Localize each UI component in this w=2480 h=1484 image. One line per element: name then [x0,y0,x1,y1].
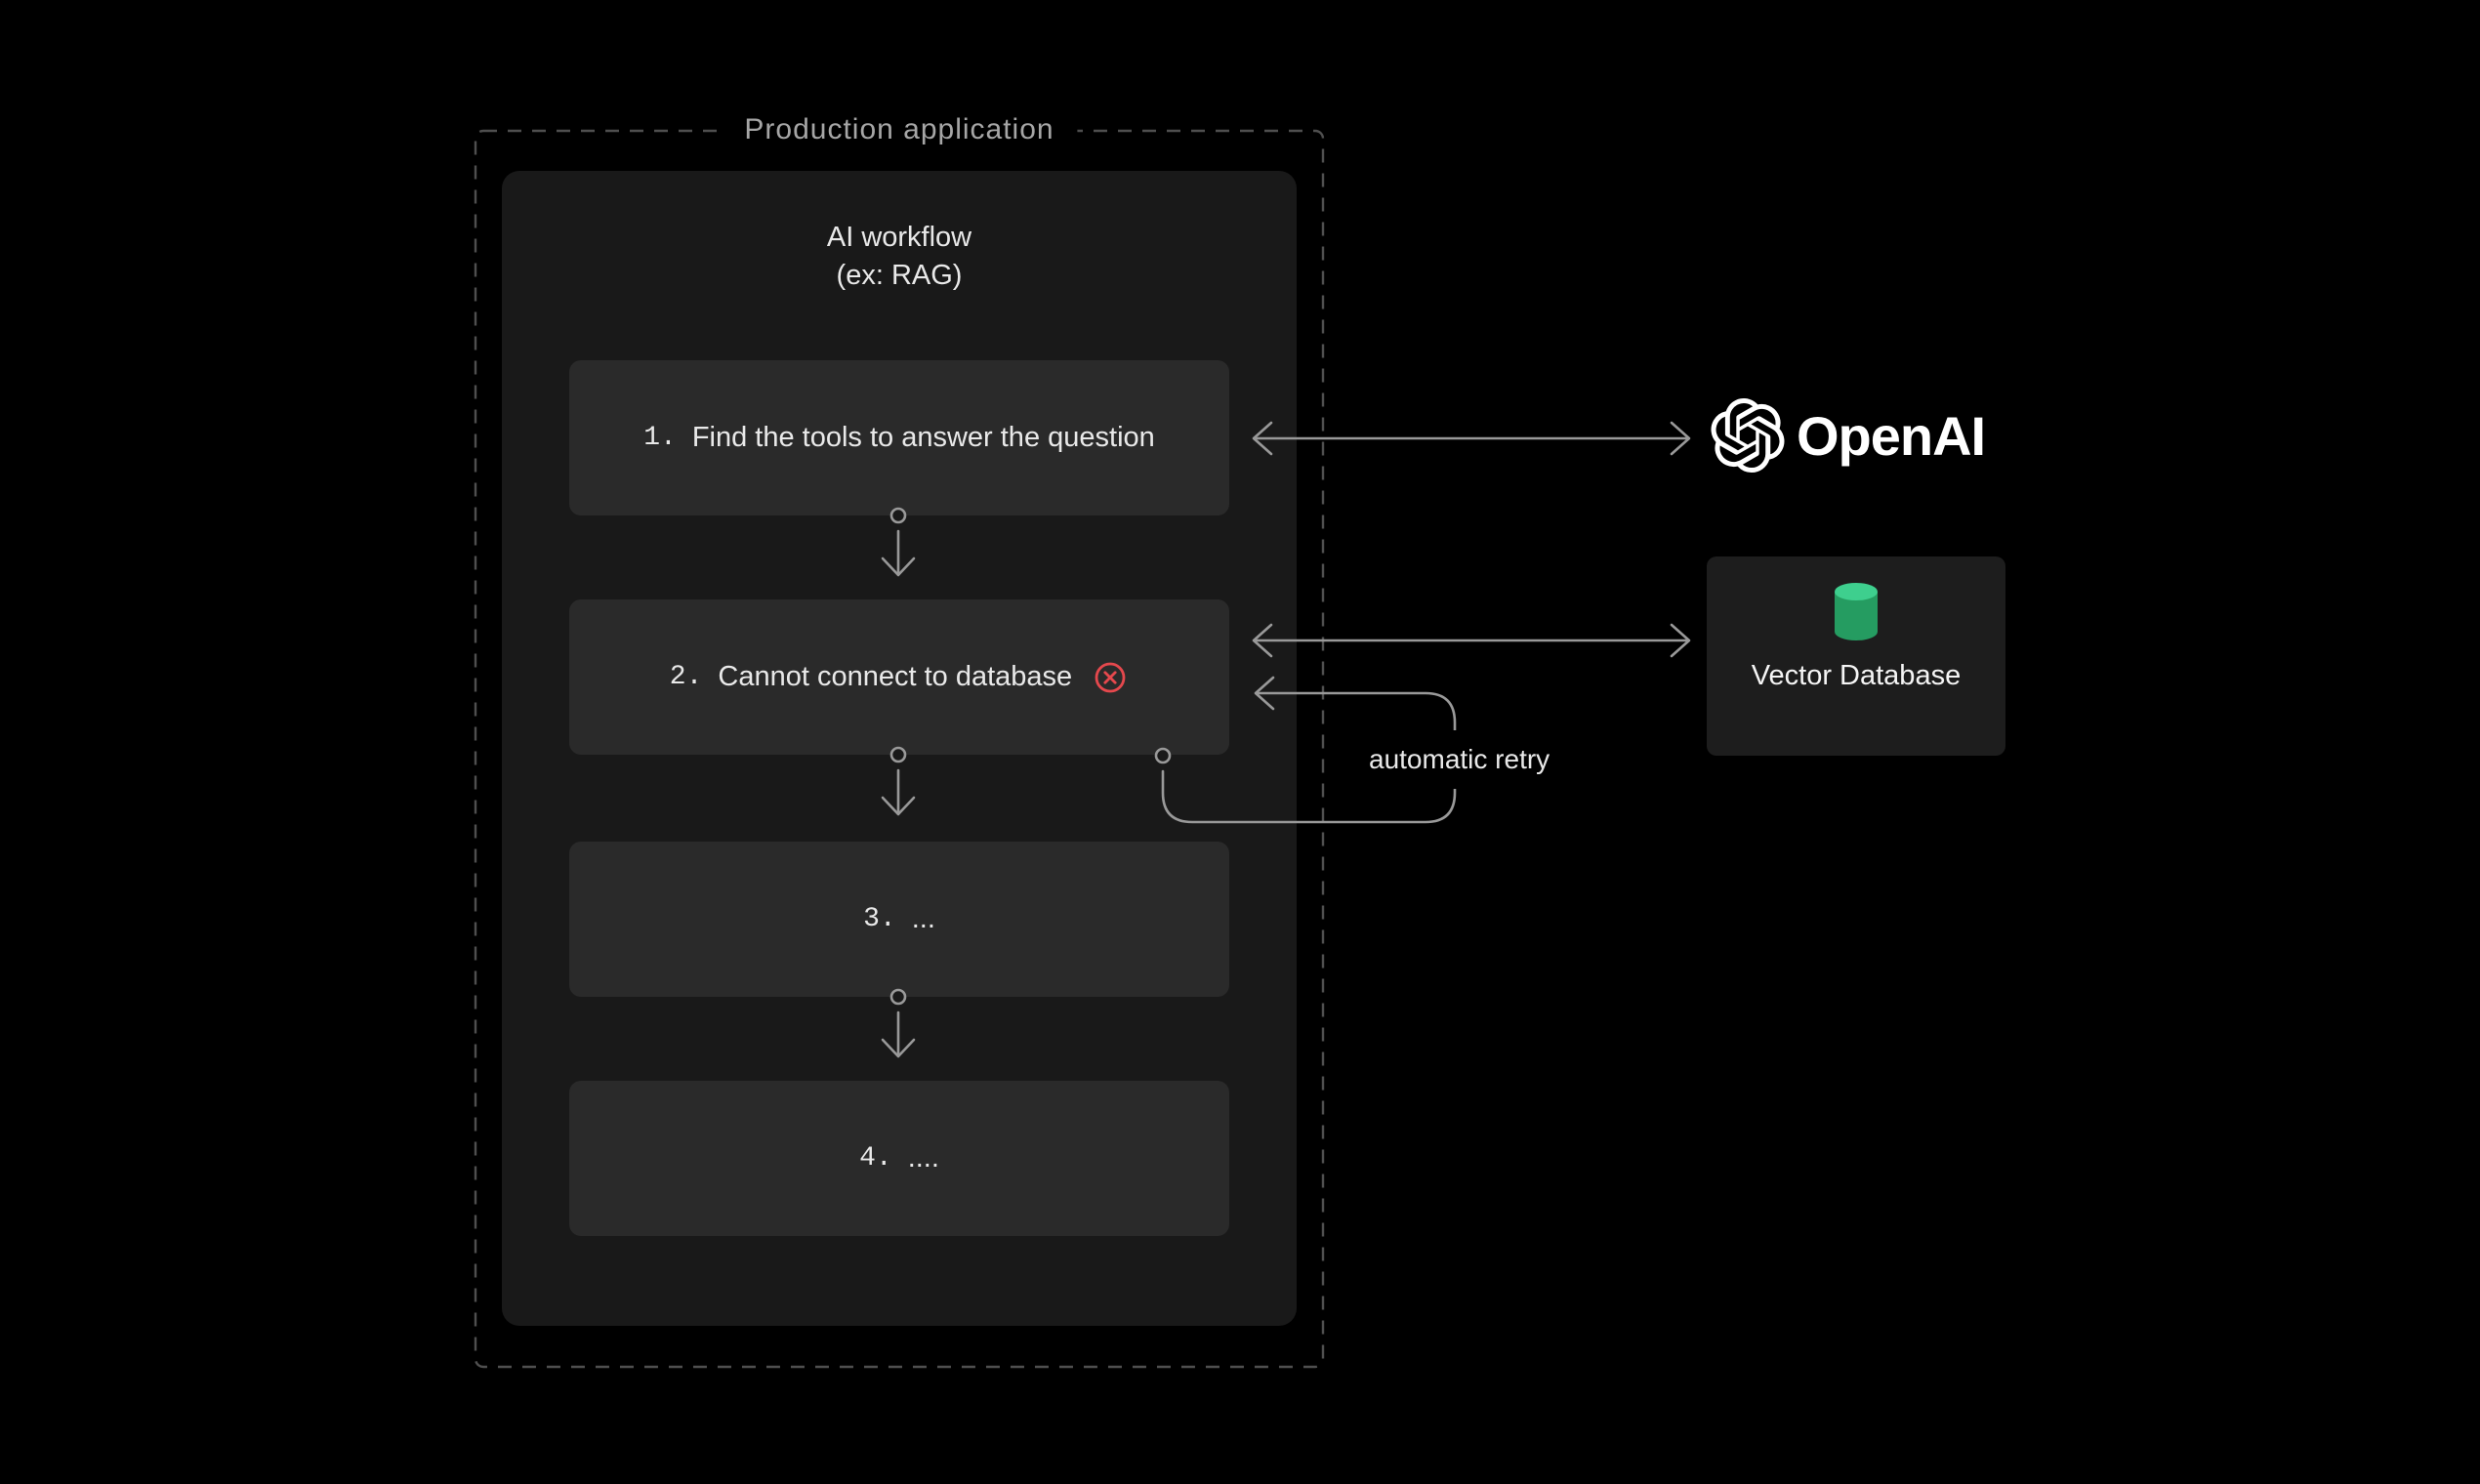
workflow-step-1: 1. Find the tools to answer the question [569,360,1229,515]
step-number: 3. [863,904,896,934]
workflow-step-4: 4. .... [569,1081,1229,1236]
arrow-step1-openai [1252,421,1691,456]
openai-logo: OpenAI [1711,398,1986,473]
vector-database-card: Vector Database [1707,556,2005,756]
automatic-retry-label: automatic retry [1345,730,1574,789]
openai-icon [1711,398,1785,473]
step-number: 4. [859,1143,892,1174]
step-text: Find the tools to answer the question [691,422,1155,453]
arrow-step2-vectordb [1252,623,1691,658]
workflow-title-line2: (ex: RAG) [836,260,963,292]
error-icon [1095,662,1126,692]
workflow-step-3: 3. ... [569,842,1229,997]
vector-database-label: Vector Database [1751,660,1962,691]
production-application-label: Production application [721,109,1078,150]
step-number: 2. [669,662,703,692]
workflow-title-line1: AI workflow [826,222,972,253]
step-number: 1. [643,423,677,453]
database-icon [1835,583,1878,640]
step-text: .... [907,1142,939,1174]
workflow-step-2: 2. Cannot connect to database [569,599,1229,755]
step-text: Cannot connect to database [718,661,1073,692]
workflow-title: AI workflow (ex: RAG) [502,219,1297,295]
openai-wordmark: OpenAI [1797,404,1986,467]
step-text: ... [911,903,935,934]
